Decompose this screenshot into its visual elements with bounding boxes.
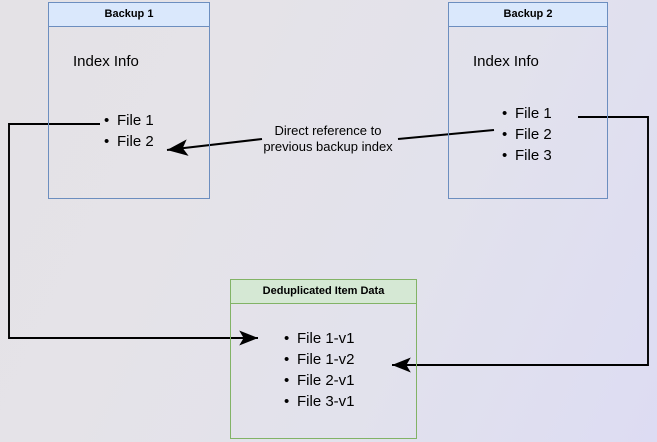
- node-backup-2-subtitle: Index Info: [473, 53, 539, 70]
- list-item: File 3: [502, 145, 552, 166]
- list-item: File 2: [502, 124, 552, 145]
- list-item: File 1: [104, 110, 154, 131]
- node-deduplicated-item-data[interactable]: Deduplicated Item Data File 1-v1 File 1-…: [230, 279, 417, 439]
- edge-label-line-2: previous backup index: [263, 139, 393, 154]
- node-backup-1-subtitle: Index Info: [73, 53, 139, 70]
- node-backup-1-file-list: File 1 File 2: [101, 110, 154, 152]
- edge-label-direct-reference: Direct reference to previous backup inde…: [249, 123, 407, 155]
- list-item: File 1-v1: [284, 328, 354, 349]
- node-backup-2[interactable]: Backup 2 Index Info File 1 File 2 File 3: [448, 2, 608, 199]
- list-item: File 3-v1: [284, 391, 354, 412]
- list-item: File 1-v2: [284, 349, 354, 370]
- edge-label-line-1: Direct reference to: [274, 123, 382, 138]
- list-item: File 1: [502, 103, 552, 124]
- node-backup-2-title: Backup 2: [449, 3, 607, 27]
- node-backup-1[interactable]: Backup 1 Index Info File 1 File 2: [48, 2, 210, 199]
- list-item: File 2-v1: [284, 370, 354, 391]
- list-item: File 2: [104, 131, 154, 152]
- node-deduplicated-item-data-file-list: File 1-v1 File 1-v2 File 2-v1 File 3-v1: [281, 328, 354, 412]
- node-backup-2-file-list: File 1 File 2 File 3: [499, 103, 552, 166]
- node-deduplicated-item-data-title: Deduplicated Item Data: [231, 280, 416, 304]
- node-backup-1-title: Backup 1: [49, 3, 209, 27]
